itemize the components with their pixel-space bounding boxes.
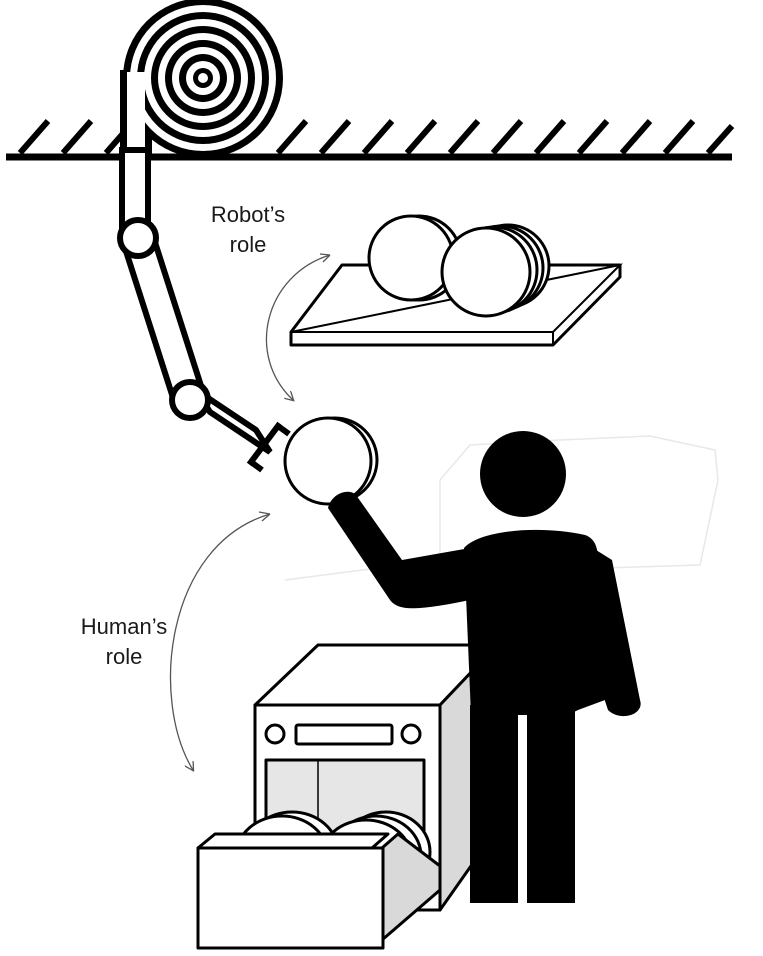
plate-stack-shelf	[367, 214, 551, 318]
human-role-label-line2: role	[105, 644, 143, 669]
dishwasher-drawer	[196, 832, 442, 950]
robot-role-label-line2: role	[229, 232, 267, 257]
ceiling-hatch	[6, 119, 735, 161]
human-figure	[328, 431, 641, 903]
robot-role-arrow	[265, 254, 331, 400]
human-role-arrow	[169, 513, 271, 770]
human-role-arrow-tail	[258, 511, 271, 522]
cable-reel	[120, 0, 283, 160]
robot-role-label: Robot’s role	[196, 200, 300, 260]
human-role-label: Human’s role	[62, 612, 186, 672]
human-role-label-line1: Human’s	[80, 614, 168, 639]
robot-role-arrow-tail	[319, 253, 331, 263]
gripper	[246, 421, 291, 473]
robot-role-label-line1: Robot’s	[210, 202, 286, 227]
robot-arm	[117, 147, 273, 455]
plate	[283, 416, 379, 506]
